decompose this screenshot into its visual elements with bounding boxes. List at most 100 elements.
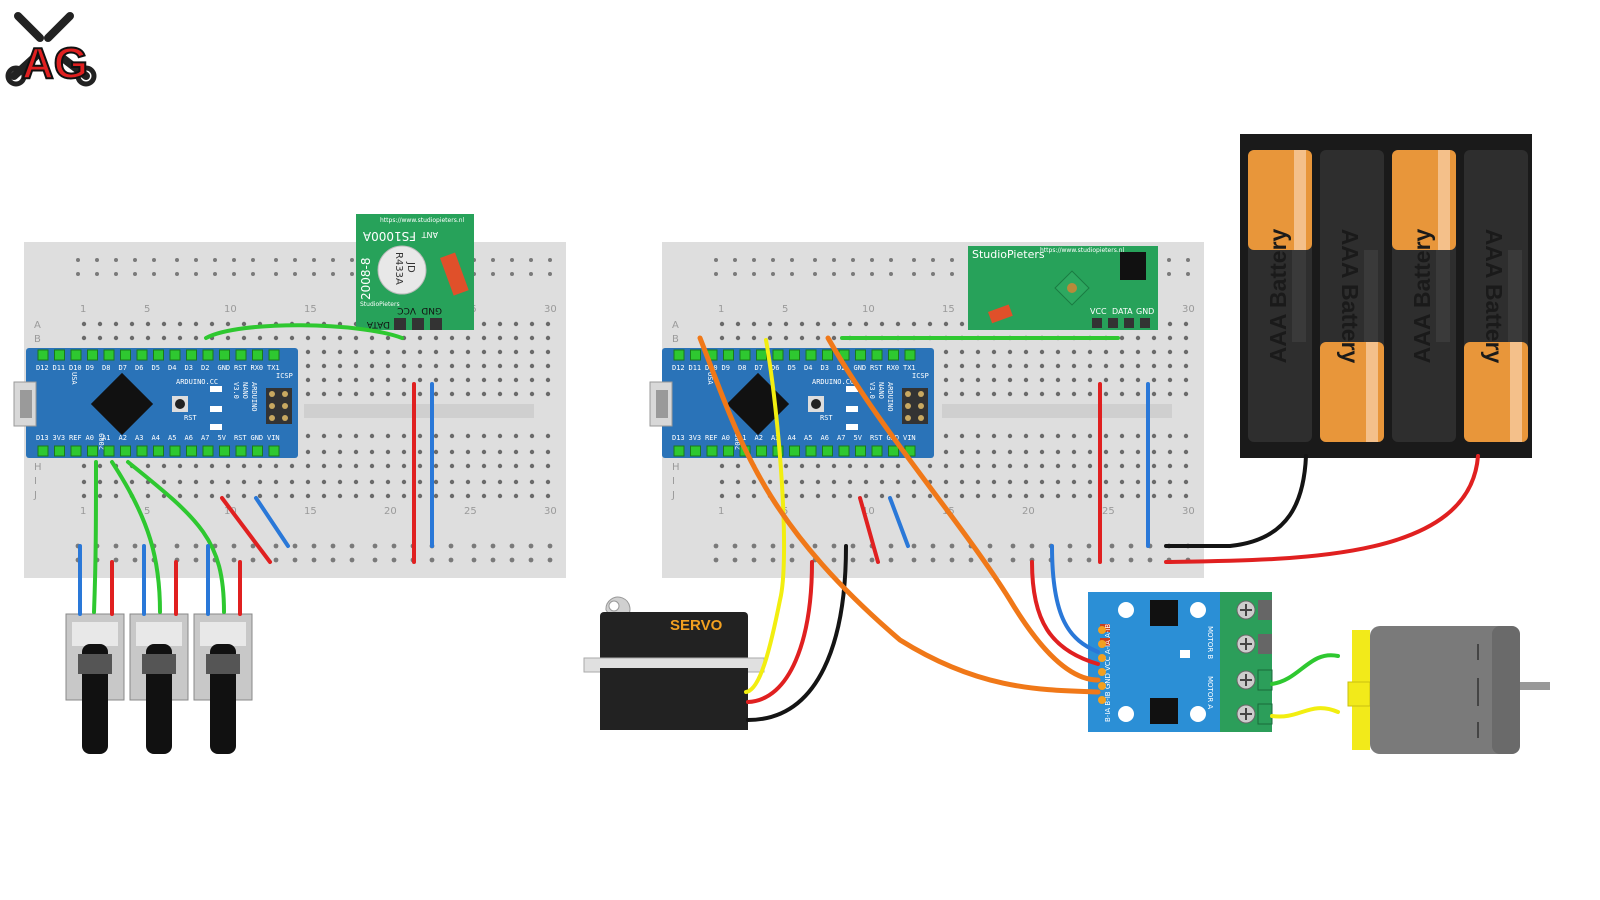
tx-pin-gnd: GND xyxy=(421,305,442,315)
nano-usa: USA xyxy=(70,372,78,385)
col-label-top: 30 xyxy=(544,304,557,315)
battery-label: AAA Battery xyxy=(1337,229,1363,364)
wire-motor-1 xyxy=(1270,653,1340,686)
wire-driver-gnd xyxy=(1050,544,1100,654)
pin-label: 5V xyxy=(854,434,863,442)
wire-rail-blue-right xyxy=(888,496,910,548)
col-label-top: 5 xyxy=(782,304,788,315)
row-label: I xyxy=(672,476,675,487)
pin-label: 5V xyxy=(218,434,227,442)
wire-rail-red-right xyxy=(858,496,880,564)
tx-chip-line-1: JD xyxy=(405,261,416,273)
pin-label: D2 xyxy=(837,364,845,372)
pin-label: D13 xyxy=(36,434,49,442)
nano-model-line: V3.0 xyxy=(868,382,876,399)
col-label-bottom: 25 xyxy=(1102,506,1115,517)
row-label: H xyxy=(672,462,680,473)
wire-driver-b xyxy=(825,335,1101,683)
row-label: J xyxy=(671,490,675,501)
pin-label: RST xyxy=(870,434,883,442)
pin-label: D4 xyxy=(168,364,176,372)
pin-label: RX0 xyxy=(251,364,264,372)
col-label-top: 1 xyxy=(718,304,724,315)
pin-label: A5 xyxy=(168,434,176,442)
col-label-bottom: 10 xyxy=(862,506,875,517)
pin-label: A4 xyxy=(152,434,160,442)
motor-driver-l9110: B-IA B-IB GND VCC A-IA A-IB MOTOR B MOTO… xyxy=(1088,592,1273,732)
battery-label: AAA Battery xyxy=(1265,228,1291,363)
terminal-screws xyxy=(1236,600,1273,725)
col-label-bottom: 30 xyxy=(1182,506,1195,517)
nano-rst: RST xyxy=(184,414,197,422)
pin-label: A5 xyxy=(804,434,812,442)
rx-pin-data: DATA xyxy=(1112,307,1133,316)
pin-label: D7 xyxy=(119,364,127,372)
wire-servo-signal xyxy=(744,338,787,694)
row-label: J xyxy=(33,490,37,501)
potentiometer xyxy=(65,613,125,754)
wires xyxy=(78,323,1480,722)
pin-label: GND xyxy=(251,434,264,442)
pin-label: RX0 xyxy=(887,364,900,372)
potentiometer xyxy=(129,613,189,754)
col-label-bottom: 20 xyxy=(384,506,397,517)
nano-usa: USA xyxy=(706,372,714,385)
driver-motor-a-label: MOTOR A xyxy=(1206,676,1214,709)
pin-label: D12 xyxy=(672,364,685,372)
wire-servo-power xyxy=(746,560,814,704)
row-label: I xyxy=(34,476,37,487)
pin-label: D11 xyxy=(689,364,702,372)
pin-label: REF xyxy=(69,434,82,442)
col-label-top: 15 xyxy=(942,304,955,315)
servo-motor: SERVO xyxy=(583,596,765,730)
aaa-battery-cell: AAA Battery xyxy=(1248,150,1312,442)
ag-logo: AG xyxy=(5,12,97,89)
nano-model-line: NANO xyxy=(877,382,885,399)
pin-label: A4 xyxy=(788,434,796,442)
pin-label: D11 xyxy=(53,364,66,372)
pin-label: D3 xyxy=(821,364,829,372)
potentiometers xyxy=(65,613,253,754)
pin-label: D6 xyxy=(135,364,143,372)
pin-label: A7 xyxy=(837,434,845,442)
pin-label: D8 xyxy=(102,364,110,372)
nano-rst: RST xyxy=(820,414,833,422)
wire-pot2 xyxy=(110,460,162,614)
row-label: A xyxy=(34,320,41,331)
nano-icsp: ICSP xyxy=(276,372,293,380)
col-label-top: 15 xyxy=(304,304,317,315)
nano-year-2: 2009 xyxy=(734,433,742,450)
wire-rail-red-left xyxy=(220,496,272,564)
aaa-battery-cell: AAA Battery xyxy=(1392,150,1456,442)
pin-label: D10 xyxy=(69,364,82,372)
pin-label: D6 xyxy=(771,364,779,372)
rx-brand: StudioPieters xyxy=(972,248,1045,261)
pin-label: D3 xyxy=(185,364,193,372)
tx-pin-data: DATA xyxy=(366,319,390,329)
pin-label: D12 xyxy=(36,364,49,372)
pin-label: D8 xyxy=(738,364,746,372)
wrench-icon xyxy=(14,12,74,42)
tx-model: FS1000A xyxy=(362,229,416,243)
wire-pot3 xyxy=(126,460,226,614)
nano-icsp: ICSP xyxy=(912,372,929,380)
tx-code: 2008-8 xyxy=(359,257,373,300)
battery-label: AAA Battery xyxy=(1481,229,1507,364)
pin-label: D13 xyxy=(672,434,685,442)
nano-model-line: ARDUINO xyxy=(250,382,258,412)
pin-label: VIN xyxy=(903,434,916,442)
pin-label: D9 xyxy=(86,364,94,372)
pin-label: RST xyxy=(870,364,883,372)
col-label-bottom: 25 xyxy=(464,506,477,517)
pin-label: GND xyxy=(854,364,867,372)
battery-label: AAA Battery xyxy=(1409,228,1435,363)
tx-brand: StudioPieters xyxy=(360,301,400,308)
pin-label: A2 xyxy=(755,434,763,442)
pin-label: TX1 xyxy=(267,364,280,372)
tx-pin-vcc: VCC xyxy=(397,305,416,315)
pin-label: TX1 xyxy=(903,364,916,372)
col-label-bottom: 5 xyxy=(144,506,150,517)
pin-label: REF xyxy=(705,434,718,442)
